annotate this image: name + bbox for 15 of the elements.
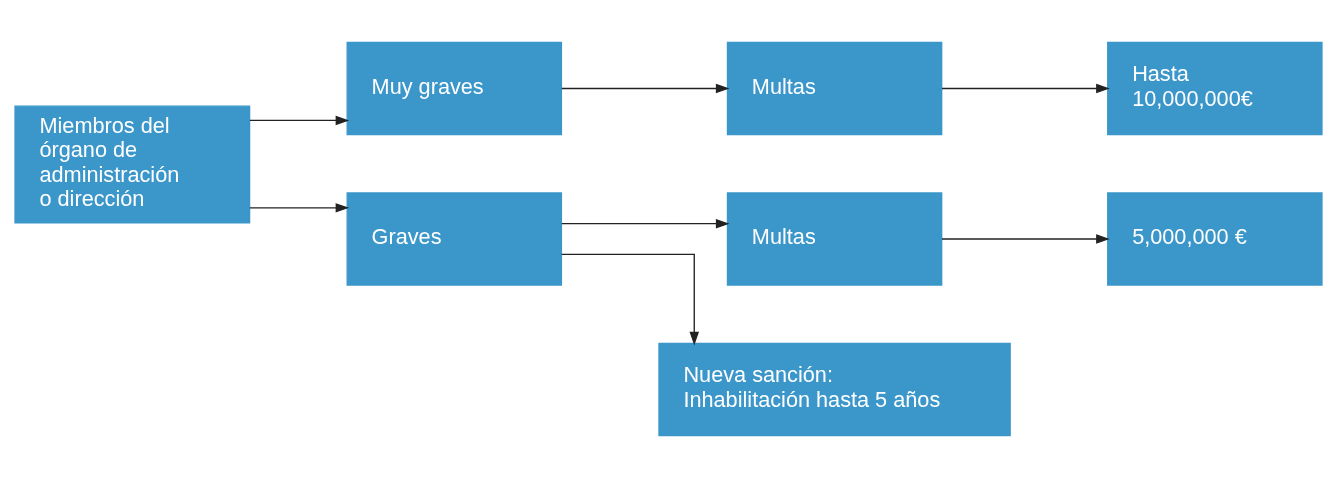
node-box: Graves xyxy=(346,192,563,286)
node-box: Multas xyxy=(726,192,943,286)
arrow xyxy=(561,83,730,94)
node-box: 5,000,000 € xyxy=(1107,192,1323,286)
arrow xyxy=(560,253,699,346)
node-box: Multas xyxy=(726,41,943,136)
arrow xyxy=(941,234,1110,244)
node-box: Muy graves xyxy=(346,41,563,136)
node-box: Hasta 10,000,000€ xyxy=(1107,41,1323,136)
arrow xyxy=(249,203,350,213)
node-box: Nueva sanción: Inhabilitación hasta 5 años xyxy=(658,342,1011,437)
arrow xyxy=(249,115,350,126)
arrow xyxy=(941,83,1110,94)
node-box: Miembros del órgano de administración o dirección xyxy=(14,105,251,224)
arrow xyxy=(561,218,730,229)
